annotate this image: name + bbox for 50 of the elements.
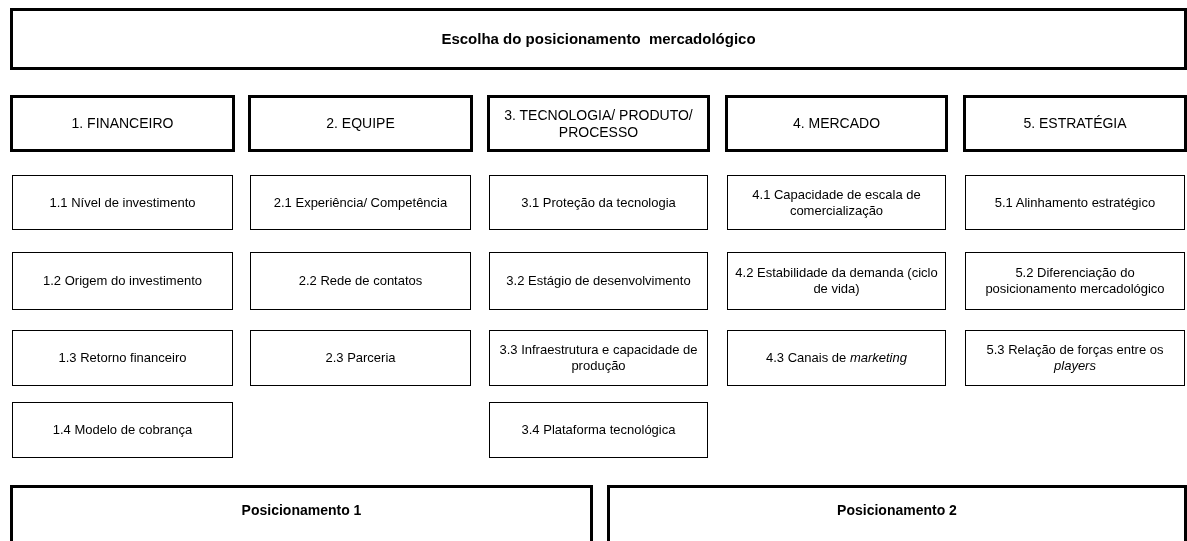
box-label: 5.1 Alinhamento estratégico [994, 194, 1156, 211]
positioning-box [607, 485, 1187, 541]
heading-text: 3. TECNOLOGIA/ PRODUTO/ PROCESSO [503, 106, 694, 141]
criterion-box [489, 330, 708, 386]
box-label: 1.4 Modelo de cobrança [52, 422, 193, 438]
box-label: 3.4 Plataforma tecnológica [521, 422, 676, 438]
box-label: 1.2 Origem do investimento [43, 273, 202, 289]
criterion-box [965, 175, 1185, 230]
criterion-box [489, 252, 708, 310]
criterion-box [12, 330, 233, 386]
title-box [10, 8, 1187, 70]
category-box [963, 95, 1187, 152]
criterion-box [12, 252, 233, 310]
criterion-box [250, 175, 471, 230]
criterion-box [965, 252, 1185, 310]
category-box [487, 95, 710, 152]
box-label: 3.3 Infraestrutura e capacidade de produção [498, 342, 699, 374]
category-box [10, 95, 235, 152]
box-label: 4.3 Canais de marketing [766, 350, 907, 366]
category-box [248, 95, 473, 152]
heading-text: 1. FINANCEIRO [71, 115, 174, 132]
box-label: 3.2 Estágio de desenvolvimento [506, 273, 691, 289]
heading-text: 5. ESTRATÉGIA [1023, 115, 1127, 132]
criterion-box [12, 175, 233, 230]
box-label: 1.1 Nível de investimento [49, 194, 196, 211]
criterion-box [12, 402, 233, 458]
criterion-box [727, 175, 946, 230]
criterion-box [489, 402, 708, 458]
box-label: 4.2 Estabilidade da demanda (ciclo de vida) [734, 265, 939, 297]
criterion-box [727, 252, 946, 310]
box-label: 3.1 Proteção da tecnologia [521, 194, 676, 211]
box-label: 2.3 Parceria [325, 350, 396, 366]
box-label: 2.1 Experiência/ Competência [273, 194, 448, 211]
box-label: 5.2 Diferenciação do posicionamento mercadológico [984, 265, 1166, 297]
box-label: 1.3 Retorno financeiro [58, 350, 187, 366]
criterion-box [727, 330, 946, 386]
heading-text: 4. MERCADO [792, 115, 881, 132]
box-label: 2.2 Rede de contatos [298, 273, 423, 289]
box-label: 5.3 Relação de forças entre os players [985, 342, 1165, 374]
positioning-box [10, 485, 593, 541]
criterion-box [489, 175, 708, 230]
criterion-box [250, 330, 471, 386]
criterion-box [250, 252, 471, 310]
box-label: Posicionamento 1 [241, 502, 362, 519]
box-label: 4.1 Capacidade de escala de comercialização [751, 186, 922, 219]
box-label: Posicionamento 2 [837, 502, 957, 519]
category-box [725, 95, 948, 152]
heading-text: 2. EQUIPE [326, 115, 395, 132]
heading-text: Escolha do posicionamento mercadológico [441, 30, 756, 48]
criterion-box [965, 330, 1185, 386]
